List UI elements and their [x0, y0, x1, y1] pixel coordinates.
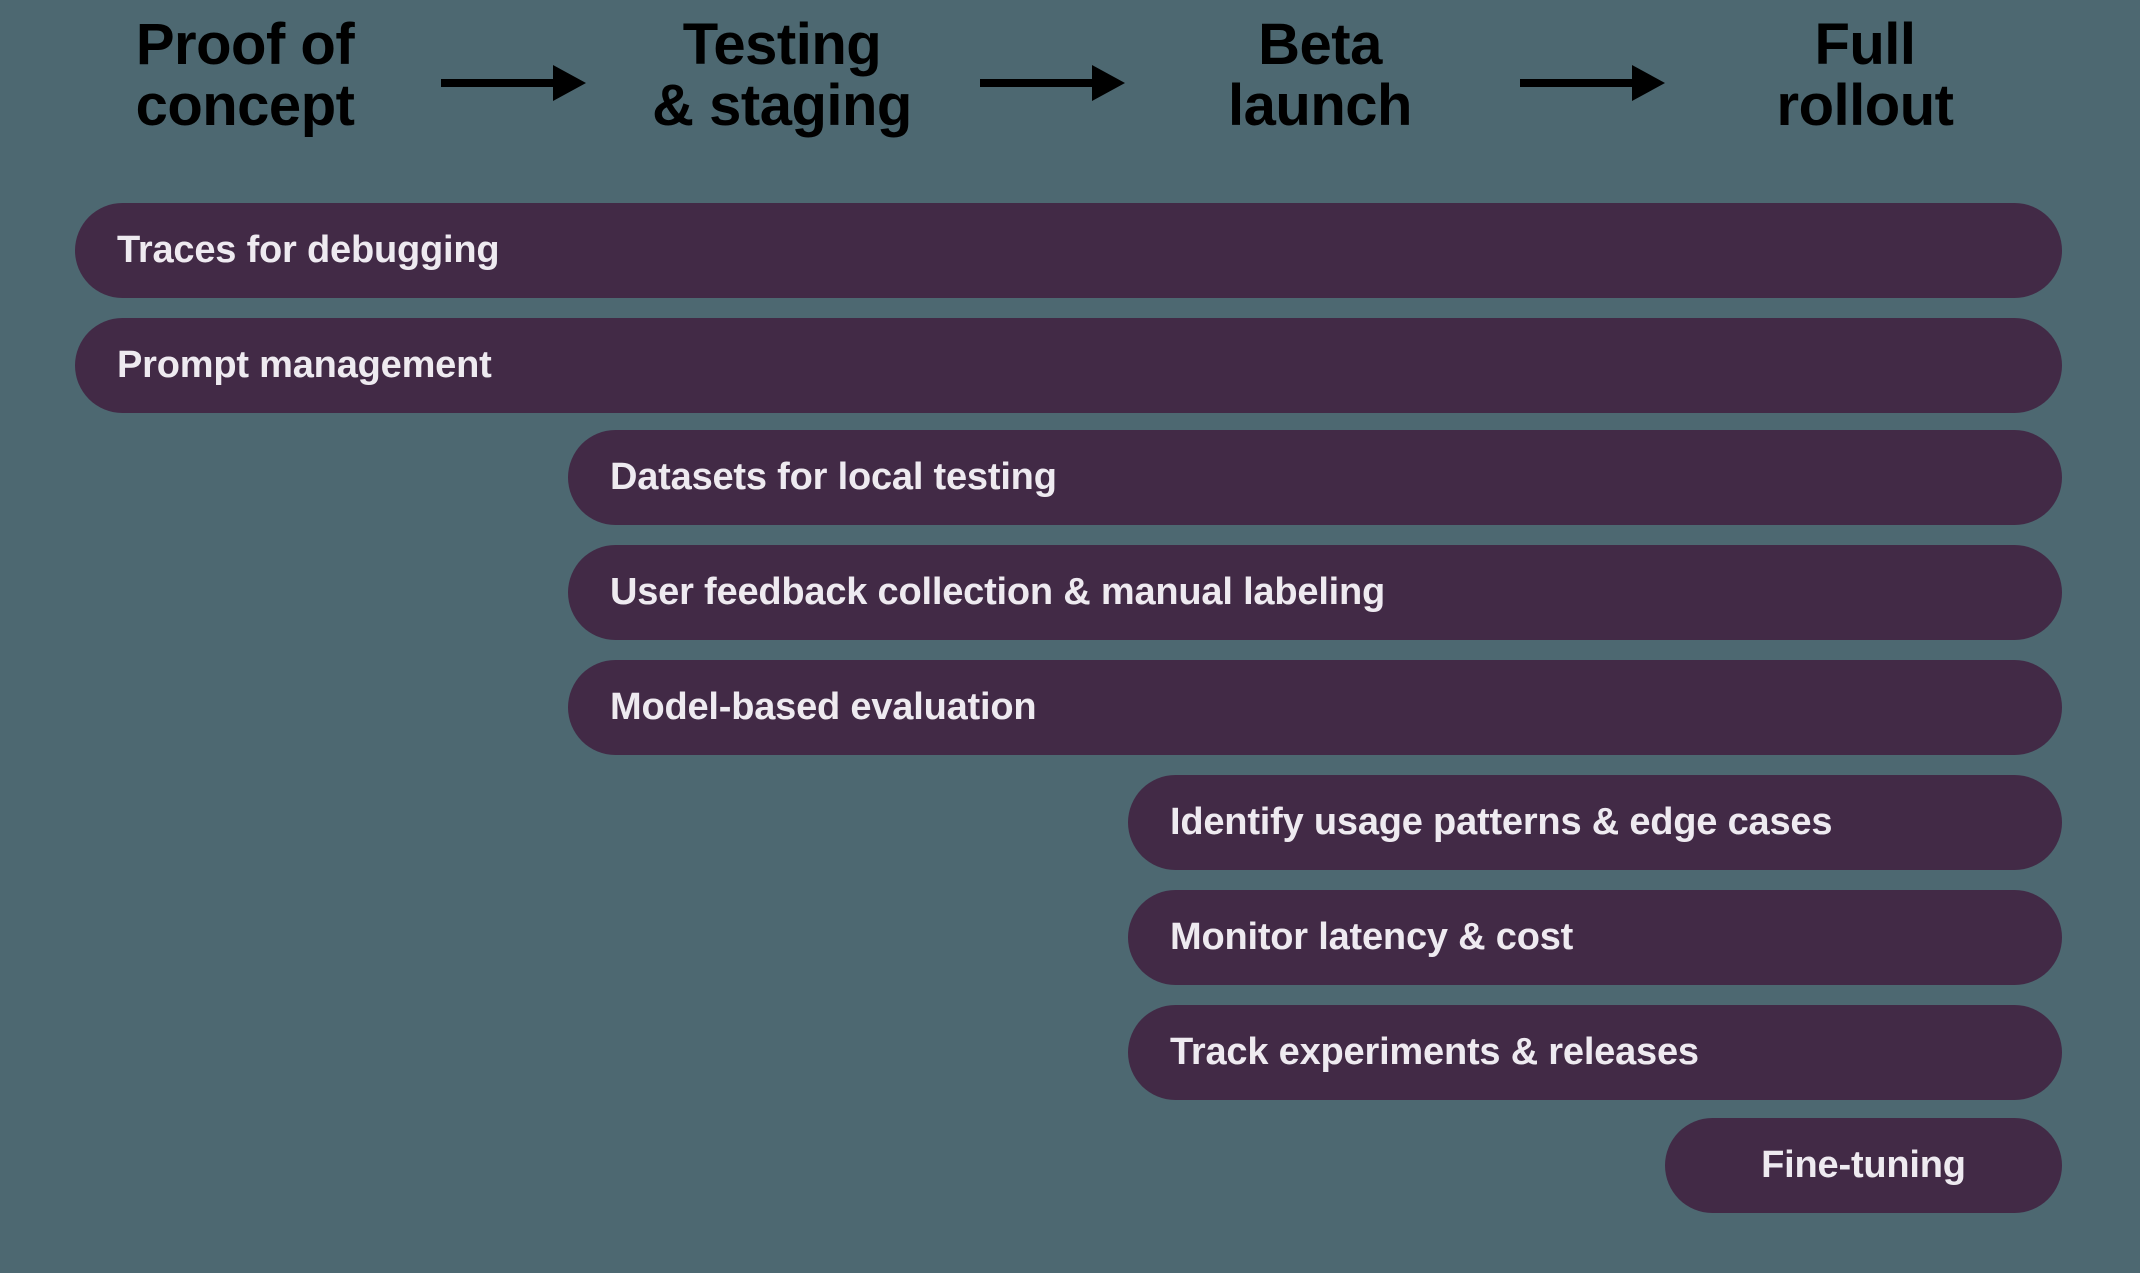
capability-pill-fine-tuning[interactable]: Fine-tuning [1665, 1118, 2062, 1213]
arrow-right-icon [441, 60, 586, 106]
capability-label: Fine-tuning [1761, 1144, 1966, 1186]
capability-label: Traces for debugging [117, 229, 500, 271]
stage-label-testing-staging: Testing & staging [652, 12, 912, 139]
capability-label: Datasets for local testing [610, 456, 1057, 498]
stage-label-beta-launch: Beta launch [1228, 12, 1412, 139]
capability-pill-datasets-for-local-testing[interactable]: Datasets for local testing [568, 430, 2062, 525]
capability-label: Identify usage patterns & edge cases [1170, 801, 1833, 843]
capability-label: Monitor latency & cost [1170, 916, 1574, 958]
arrow-right-icon [980, 60, 1125, 106]
stage-header-row: Proof of concept Testing & staging Beta … [0, 0, 2140, 185]
capability-pill-traces-for-debugging[interactable]: Traces for debugging [75, 203, 2062, 298]
capability-label: Model-based evaluation [610, 686, 1037, 728]
capability-pill-identify-usage-patterns[interactable]: Identify usage patterns & edge cases [1128, 775, 2062, 870]
stage-label-full-rollout: Full rollout [1776, 12, 1954, 139]
arrow-right-icon [1520, 60, 1665, 106]
capability-label: User feedback collection & manual labeli… [610, 571, 1386, 613]
capability-pill-user-feedback-collection[interactable]: User feedback collection & manual labeli… [568, 545, 2062, 640]
capability-pill-prompt-management[interactable]: Prompt management [75, 318, 2062, 413]
capability-label: Prompt management [117, 344, 492, 386]
capability-label: Track experiments & releases [1170, 1031, 1699, 1073]
capability-pill-model-based-evaluation[interactable]: Model-based evaluation [568, 660, 2062, 755]
capability-pill-track-experiments-releases[interactable]: Track experiments & releases [1128, 1005, 2062, 1100]
stage-label-proof-of-concept: Proof of concept [135, 12, 355, 139]
capability-pill-monitor-latency-cost[interactable]: Monitor latency & cost [1128, 890, 2062, 985]
